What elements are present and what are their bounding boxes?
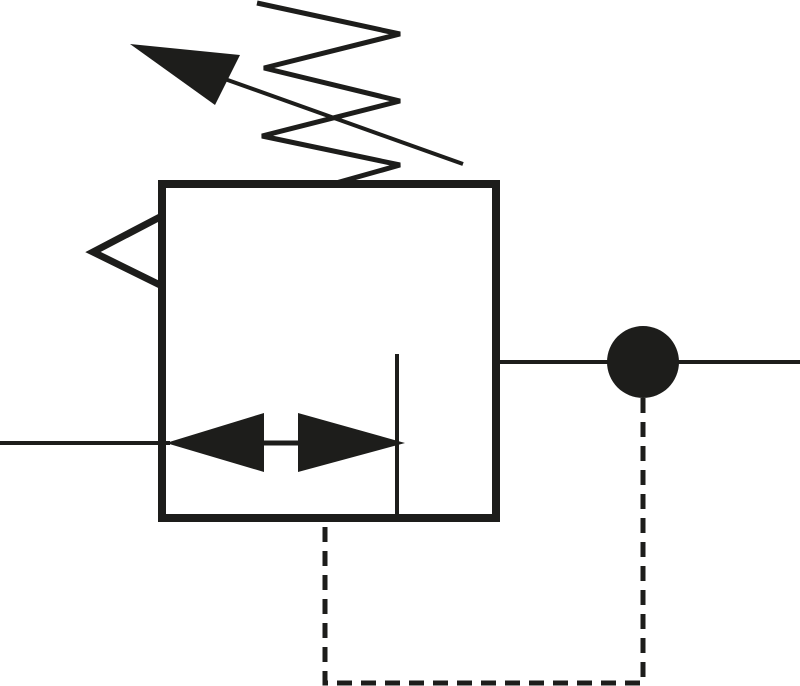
exhaust-vent-icon	[85, 213, 162, 289]
adjustment-arrow-line	[221, 76, 464, 166]
spring-icon	[256, 0, 401, 186]
flow-arrow-left-icon	[166, 413, 264, 472]
flow-arrow-right-icon	[298, 413, 405, 472]
adjustment-arrow-head-icon	[130, 44, 240, 105]
pilot-line	[322, 398, 646, 686]
valve-body	[158, 180, 500, 522]
junction-dot-icon	[607, 326, 679, 398]
